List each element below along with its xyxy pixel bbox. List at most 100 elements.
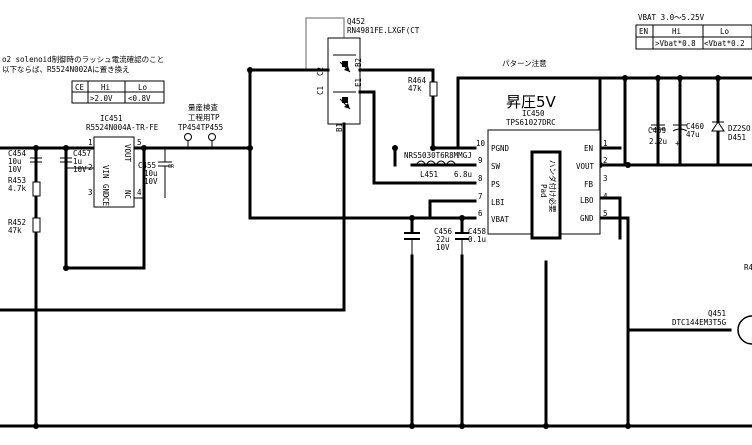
ic451-ref: IC451: [100, 114, 123, 123]
c460-capacitor: C460 47u +: [672, 122, 705, 148]
q451-transistor: Q451 DTC144EM3T5G R4: [672, 263, 752, 345]
c458-ref: C458: [468, 227, 487, 236]
ic450-right-pins: EN VOUT FB LBO GND 1 2 3 4 5: [576, 139, 608, 223]
c455-v2: 10V: [144, 177, 158, 186]
ic451-pin-vin: VIN: [101, 165, 110, 179]
r464-value: 47k: [408, 84, 422, 93]
ic450-num-8: 8: [478, 174, 483, 183]
r464-resistor: R464 47k: [408, 76, 438, 97]
vbat-title: VBAT 3.0〜5.25V: [638, 13, 705, 22]
vbat-en-header: EN: [639, 27, 648, 36]
tp-label-mid: 工程用TP: [188, 113, 220, 122]
d451-diode: DZ2SO D451: [711, 121, 751, 142]
note-line-2: 以下ならば、R5524N002Aに置き換え: [2, 64, 130, 74]
c459-v1: 2.2u: [649, 137, 667, 146]
q452-part: RN4981FE.LXGF(CT: [347, 26, 420, 35]
ic450-pin-sw: SW: [491, 162, 501, 171]
ce-table: CE Hi Lo >2.0V <0.8V: [71, 80, 165, 104]
ic450-pad-text: Pad: [539, 184, 548, 198]
c460-ref: C460: [686, 122, 705, 131]
q452-pin-b2: B2: [354, 58, 363, 67]
q452-transistor: Q452 RN4981FE.LXGF(CT C2 B2 E1 C1 B1: [305, 17, 420, 132]
ic450-pin-gnd: GND: [580, 214, 594, 223]
ic450-pad: [530, 150, 562, 240]
junctions: [33, 67, 721, 429]
ce-header: CE: [75, 83, 85, 92]
l451-inductor: NRS5030T6R8MMGJ L451 6.8u: [404, 151, 472, 179]
ic450-left-pins: PGND SW PS LBI VBAT 10 9 8 7 6: [476, 139, 510, 224]
q452-ref: Q452: [347, 17, 365, 26]
ce-lo-value: <0.8V: [128, 94, 151, 103]
l451-part: NRS5030T6R8MMGJ: [404, 151, 472, 160]
c457-ref: C457: [73, 149, 91, 158]
ic450: IC450 TPS61027DRC PGND SW PS LBI VBAT 10…: [476, 109, 608, 240]
c454-v1: 10u: [8, 157, 22, 166]
d451-ref: D451: [728, 133, 746, 142]
ic450-num-10: 10: [476, 139, 486, 148]
l451-value: 6.8u: [454, 170, 472, 179]
ic450-ref: IC450: [522, 109, 545, 118]
ic451-pin1: 1: [88, 138, 93, 147]
c455-v1: 10u: [144, 169, 158, 178]
ic450-num-6: 6: [478, 209, 483, 218]
c456-capacitor: C456 22u 10V: [404, 227, 453, 256]
r464-ref: R464: [408, 76, 427, 85]
r452-value: 47k: [8, 226, 22, 235]
r-right-ref: R4: [744, 263, 752, 272]
r453-ref: R453: [8, 176, 26, 185]
ce-hi-header: Hi: [101, 83, 110, 92]
ic450-pin-ps: PS: [491, 180, 501, 189]
q452-pin-e1: E1: [354, 78, 363, 87]
c457-v2: 10V: [73, 165, 87, 174]
ce-hi-value: >2.0V: [90, 94, 113, 103]
ic451-pin-nc: NC: [123, 190, 132, 199]
ic451-part: R5524N004A-TR-FE: [86, 123, 159, 132]
vbat-lo-header: Lo: [720, 27, 730, 36]
c455-mark: CR: [168, 164, 175, 170]
ic450-num-3: 3: [603, 174, 608, 183]
tp-label-top: 量産検査: [188, 102, 218, 112]
test-points: 量産検査 工程用TP TP454TP455: [178, 102, 223, 148]
c455-capacitor: C455 10u 10V CR: [138, 148, 175, 198]
vbat-hi-value: >Vbat*0.8: [655, 39, 696, 48]
c460-v1: 47u: [686, 130, 700, 139]
d451-part: DZ2SO: [728, 124, 751, 133]
ic450-pad-note: ハンダ付け必要: [548, 160, 558, 213]
c454-v2: 10V: [8, 165, 22, 174]
l451-ref: L451: [420, 170, 438, 179]
r452-ref: R452: [8, 218, 26, 227]
c456-v2: 10V: [436, 243, 450, 252]
c459-ref: C459: [648, 126, 666, 135]
ic451-pin3: 3: [88, 188, 93, 197]
c456-v1: 22u: [436, 235, 450, 244]
r453-value: 4.7k: [8, 184, 27, 193]
vbat-lo-value: <Vbat*0.2: [704, 39, 745, 48]
q452-pin-b1: B1: [335, 123, 344, 132]
ic450-pin-lbo: LBO: [580, 196, 594, 205]
ic450-num-2: 2: [603, 156, 608, 165]
ic450-pin-vout: VOUT: [576, 162, 595, 171]
ic450-pin-en: EN: [584, 144, 593, 153]
tp455: [208, 133, 216, 141]
ic451-pin-vout: VOUT: [123, 144, 132, 163]
ic450-num-4: 4: [603, 192, 608, 201]
ic450-pin-vbat: VBAT: [491, 215, 510, 224]
q451-part: DTC144EM3T5G: [672, 318, 727, 327]
r452-resistor: R452 47k: [8, 217, 41, 235]
r453-resistor: R453 4.7k: [8, 176, 41, 197]
c454-ref: C454: [8, 149, 27, 158]
ic451-pin-gnd: GND: [101, 184, 110, 198]
c458-capacitor: C458 0.1u: [455, 227, 487, 256]
ic451-pin5: 5: [137, 138, 142, 147]
ic450-pin-fb: FB: [584, 180, 594, 189]
q452-pin-c1: C1: [316, 86, 325, 95]
vbat-hi-header: Hi: [672, 27, 681, 36]
c458-v1: 0.1u: [468, 235, 486, 244]
c454-capacitor: C454 10u 10V: [8, 148, 42, 174]
c460-plus: +: [675, 139, 680, 148]
ic451-pin-ce: CE: [101, 197, 110, 207]
tp-names: TP454TP455: [178, 123, 223, 132]
c457-capacitor: C457 1u 10V: [60, 149, 91, 174]
